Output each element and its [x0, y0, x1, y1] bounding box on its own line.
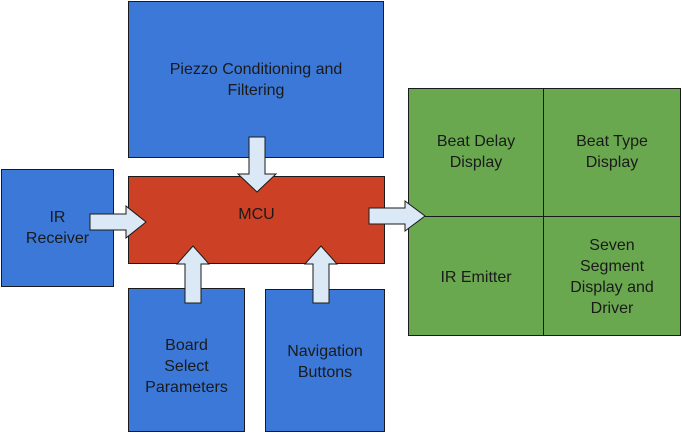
- beat-delay-display-block: Beat Delay Display: [408, 88, 544, 217]
- seven-segment-display-block: Seven Segment Display and Driver: [543, 216, 681, 336]
- beat-type-display-label: Beat Type Display: [576, 132, 648, 171]
- arrow-piezzo-to-mcu: [236, 136, 278, 193]
- ir-emitter-block: IR Emitter: [408, 216, 544, 336]
- beat-delay-display-label: Beat Delay Display: [436, 132, 516, 171]
- navigation-buttons-block: Navigation Buttons: [265, 289, 385, 432]
- ir-emitter-label: IR Emitter: [440, 268, 512, 286]
- navigation-buttons-label: Navigation Buttons: [287, 342, 363, 381]
- arrow-mcu-to-outputs: [368, 200, 426, 232]
- piezzo-conditioning-label: Piezzo Conditioning and Filtering: [169, 60, 343, 99]
- piezzo-conditioning-block: Piezzo Conditioning and Filtering: [128, 1, 384, 158]
- ir-receiver-label: IR Receiver: [25, 209, 90, 247]
- board-select-label: Board Select Parameters: [145, 336, 228, 396]
- beat-type-display-block: Beat Type Display: [543, 88, 681, 217]
- seven-segment-display-label: Seven Segment Display and Driver: [570, 237, 654, 317]
- arrow-navigation-to-mcu: [303, 245, 339, 304]
- arrow-board-select-to-mcu: [175, 245, 211, 304]
- arrow-ir-receiver-to-mcu: [89, 204, 147, 240]
- mcu-label: MCU: [238, 206, 275, 223]
- board-select-block: Board Select Parameters: [128, 288, 245, 432]
